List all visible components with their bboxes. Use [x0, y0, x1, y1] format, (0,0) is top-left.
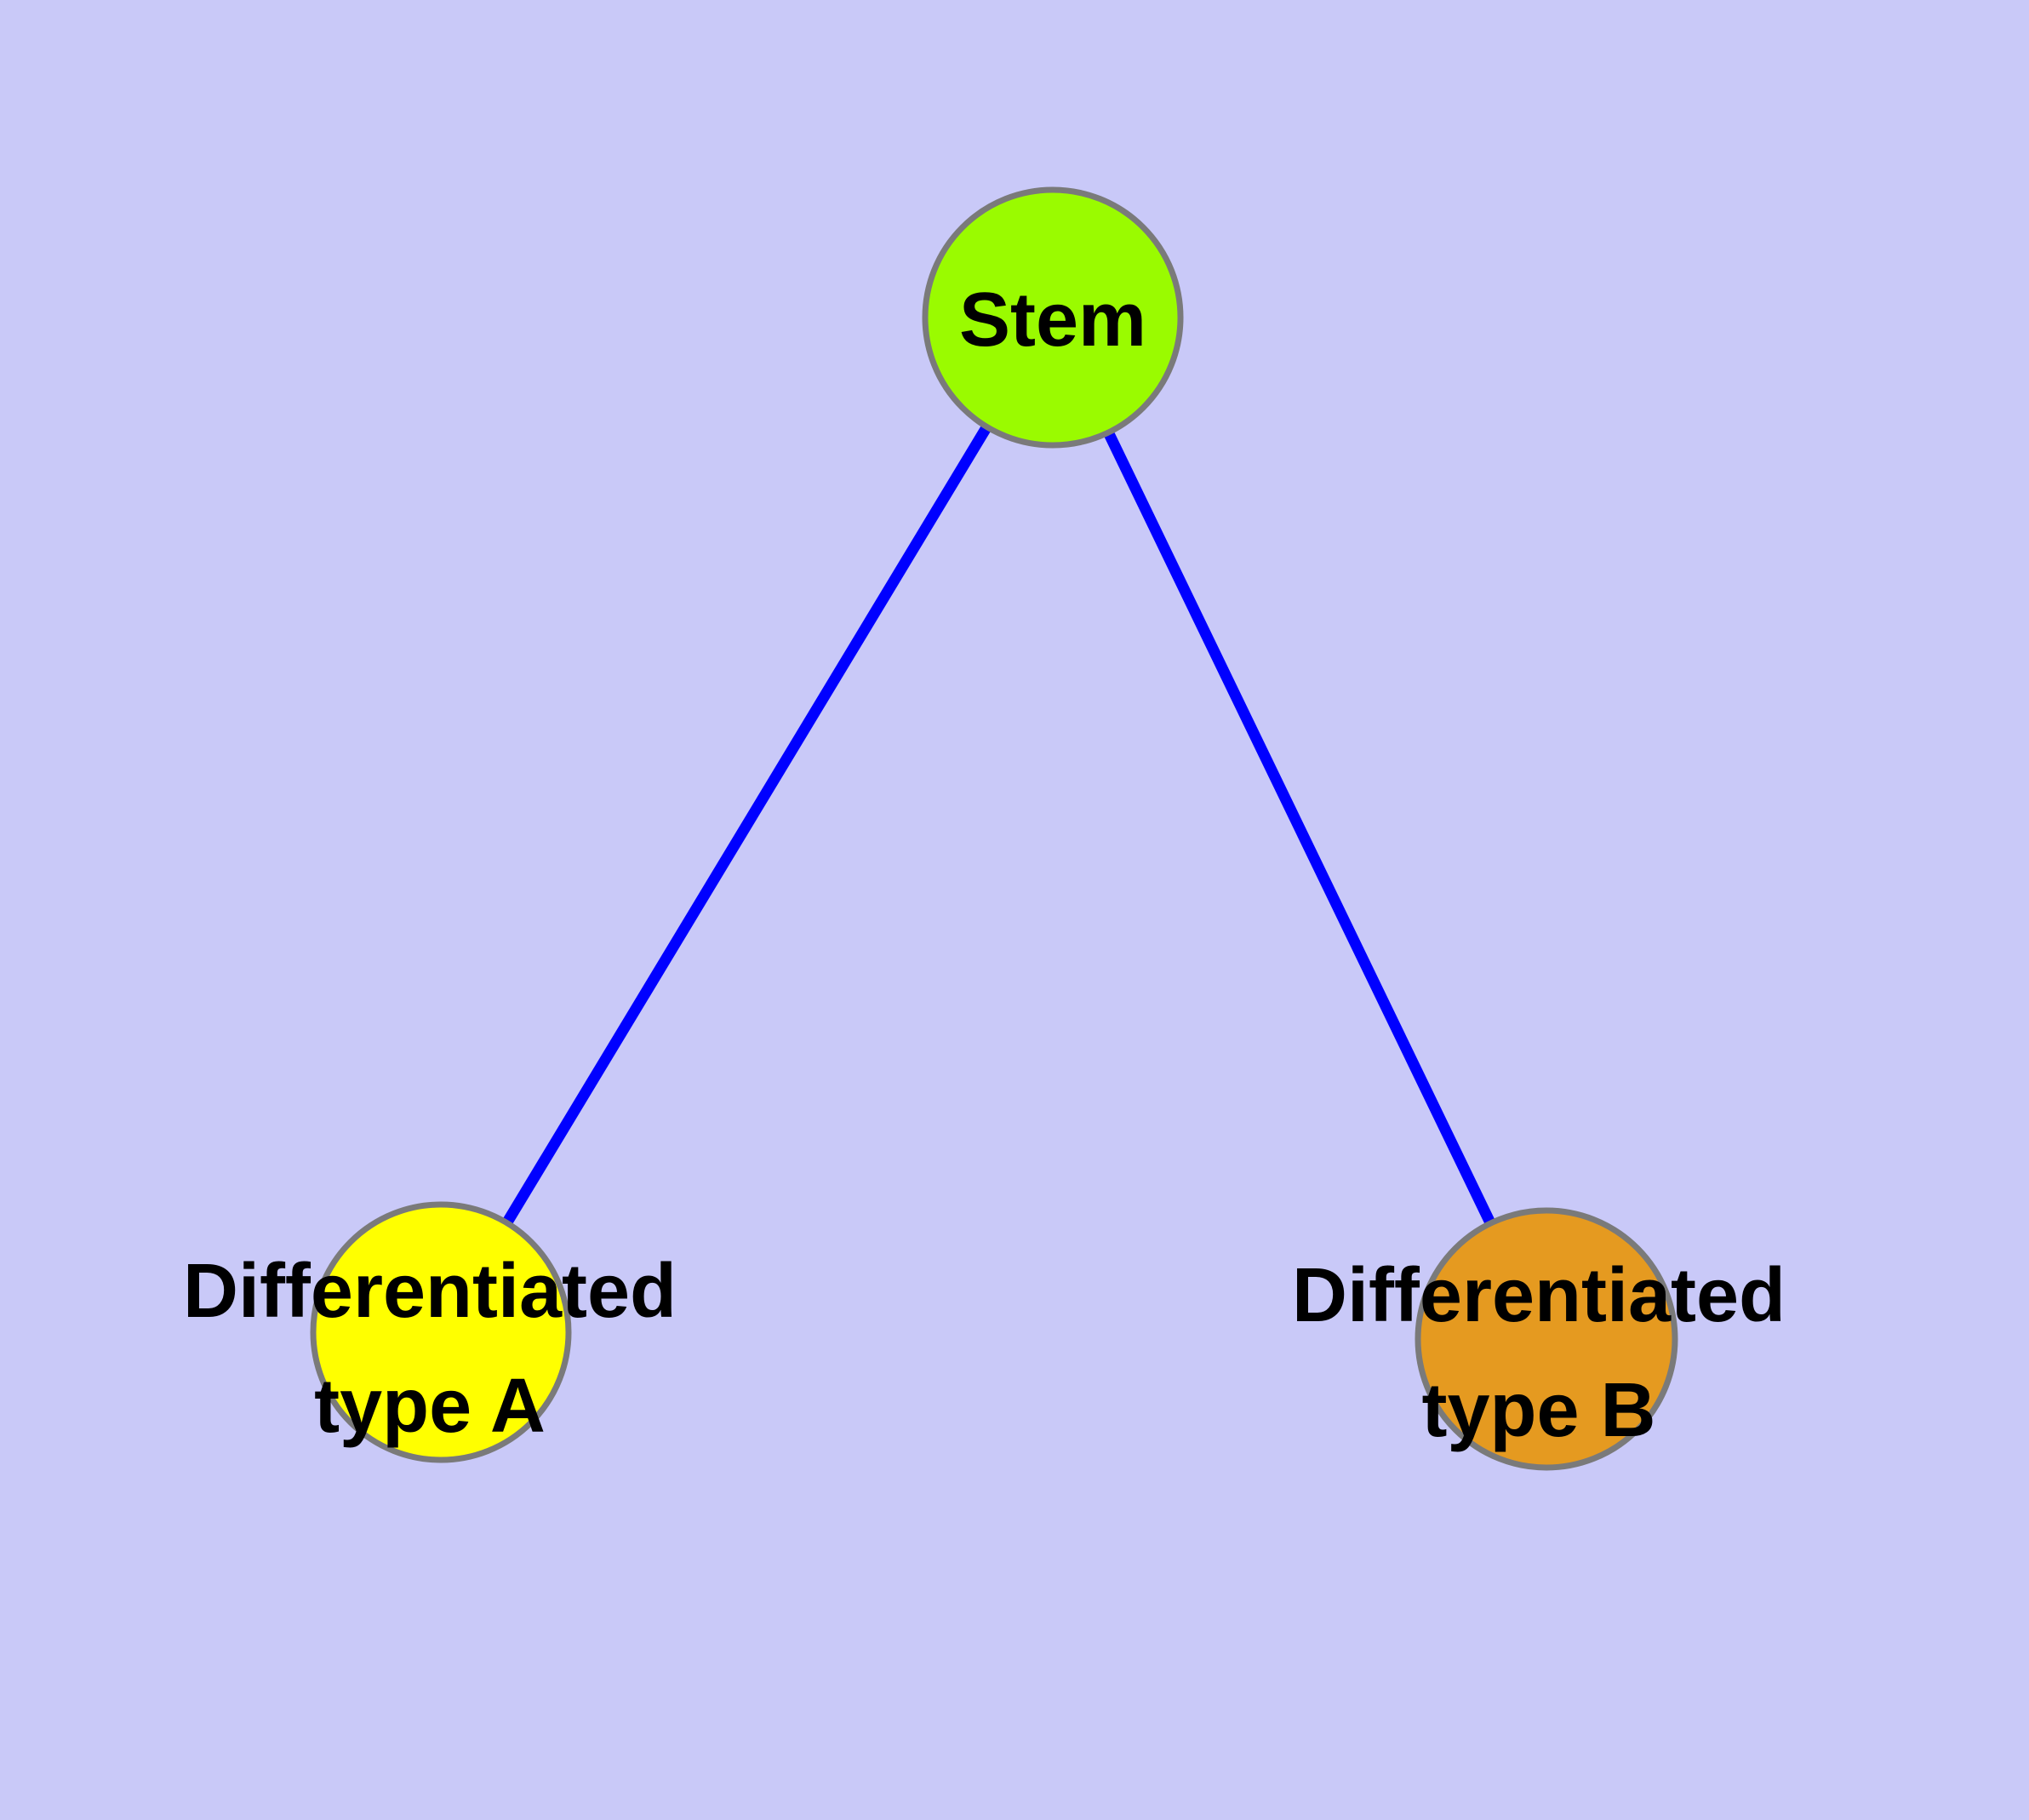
- node-type-a-label-line2: type A: [314, 1364, 546, 1449]
- node-type-b: [1415, 1207, 1678, 1471]
- node-stem: [922, 186, 1184, 449]
- node-type-a-label-line1: Differentiated: [183, 1249, 677, 1334]
- node-type-a: [310, 1201, 572, 1463]
- edge-stem-to-type-a: [436, 314, 1058, 1336]
- node-stem-label: Stem: [959, 278, 1146, 363]
- edge-stem-to-type-b: [1048, 315, 1552, 1342]
- node-type-b-label-line2: type B: [1421, 1368, 1655, 1453]
- node-type-b-label-line1: Differentiated: [1292, 1253, 1786, 1338]
